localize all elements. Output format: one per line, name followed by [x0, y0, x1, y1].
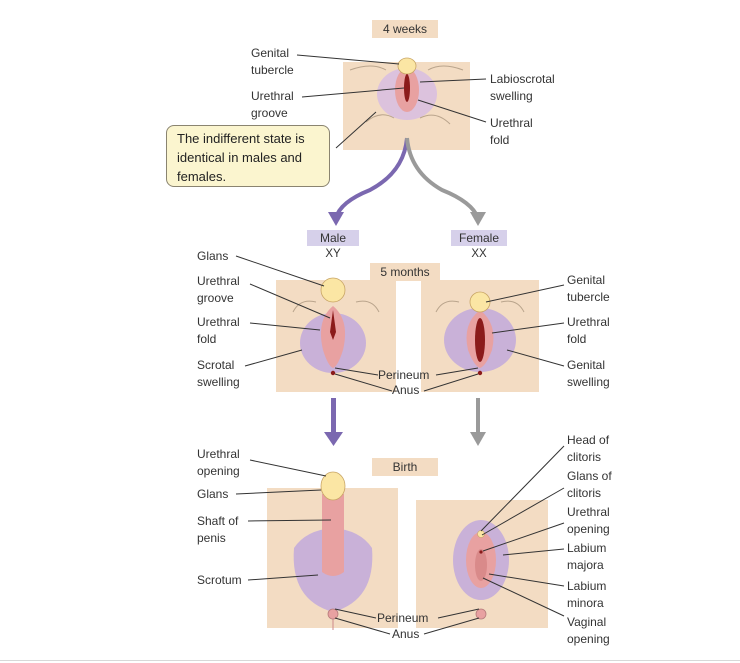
label-genital-tubercle-5m: Genital tubercle — [567, 273, 610, 304]
label-urethral-opening-female: Urethral opening — [567, 505, 610, 536]
female-birth-figure — [416, 488, 548, 628]
branch-arrows — [328, 137, 486, 226]
label-anus-birth: Anus — [392, 627, 420, 641]
stage-5-months: 5 months — [370, 263, 440, 281]
male-chromosomes: XY — [325, 248, 341, 260]
label-urethral-fold-5m-female: Urethral fold — [567, 315, 610, 346]
label-anus-5m: Anus — [392, 383, 420, 397]
label-labium-majora: Labium majora — [567, 541, 607, 572]
label-genital-tubercle-4w: Genital tubercle — [251, 46, 294, 77]
male-tag: Male — [307, 230, 359, 246]
label-urethral-groove-5m: Urethral groove — [197, 274, 240, 305]
female-tag: Female — [451, 230, 507, 246]
label-head-of-clitoris: Head of clitoris — [567, 433, 610, 464]
label-glans-of-clitoris: Glans of clitoris — [567, 469, 612, 500]
leader-lines — [235, 54, 565, 635]
label-scrotum: Scrotum — [197, 573, 242, 587]
label-genital-swelling: Genital swelling — [567, 358, 610, 389]
label-urethral-fold-5m-male: Urethral fold — [197, 315, 240, 346]
female-5-months-figure — [421, 268, 539, 392]
label-perineum-birth: Perineum — [377, 611, 429, 625]
down-arrows — [324, 398, 486, 446]
label-urethral-fold-4w: Urethral fold — [490, 116, 533, 147]
label-urethral-groove-4w: Urethral groove — [251, 89, 294, 120]
indifferent-state-callout: The indifferent state is identical in ma… — [166, 125, 330, 187]
label-labium-minora: Labium minora — [567, 579, 607, 610]
label-scrotal-swelling: Scrotal swelling — [197, 358, 240, 389]
label-labioscrotal-swelling: Labioscrotal swelling — [490, 72, 555, 103]
bottom-divider — [0, 660, 740, 661]
label-vaginal-opening: Vaginal opening — [567, 615, 610, 646]
label-perineum-5m: Perineum — [378, 368, 430, 382]
label-urethral-opening-male: Urethral opening — [197, 447, 240, 478]
stage-birth: Birth — [372, 458, 438, 476]
female-chromosomes: XX — [471, 248, 487, 260]
stage-4-weeks: 4 weeks — [372, 20, 438, 38]
label-shaft-of-penis: Shaft of penis — [197, 514, 239, 545]
label-glans-birth: Glans — [197, 487, 229, 501]
indifferent-stage-figure — [343, 44, 470, 150]
male-birth-figure — [267, 471, 398, 630]
label-glans-5m: Glans — [197, 249, 229, 263]
